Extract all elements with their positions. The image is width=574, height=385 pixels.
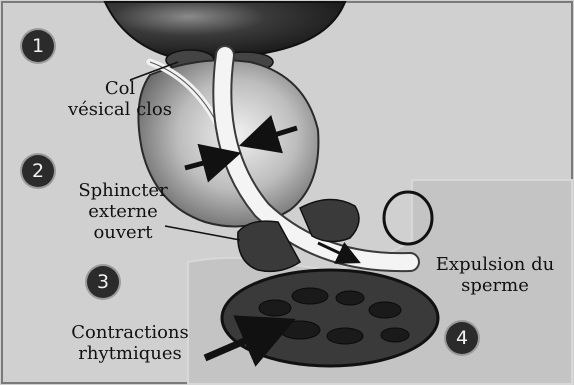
external-sphincter-label: Sphincter externe ouvert [68, 180, 178, 243]
expulsion-label-line1: Expulsion du [430, 254, 560, 275]
step-2-badge: 2 [22, 155, 54, 187]
contractions-label-line2: rhytmiques [60, 343, 200, 364]
step-3-badge: 3 [87, 266, 119, 298]
external-sphincter-label-line3: ouvert [68, 222, 178, 243]
expulsion-label-line2: sperme [430, 275, 560, 296]
contractions-label-line1: Contractions [60, 322, 200, 343]
bladder-neck-label: Col vésical clos [60, 78, 180, 120]
step-4-badge: 4 [446, 322, 478, 354]
penile-cross-section [222, 270, 438, 366]
bladder-neck-label-line1: Col [60, 78, 180, 99]
external-sphincter-label-line2: externe [68, 201, 178, 222]
step-1-badge: 1 [22, 30, 54, 62]
contractions-label: Contractions rhytmiques [60, 322, 200, 364]
external-sphincter-label-line1: Sphincter [68, 180, 178, 201]
expulsion-label: Expulsion du sperme [430, 254, 560, 296]
bladder-neck-label-line2: vésical clos [60, 99, 180, 120]
